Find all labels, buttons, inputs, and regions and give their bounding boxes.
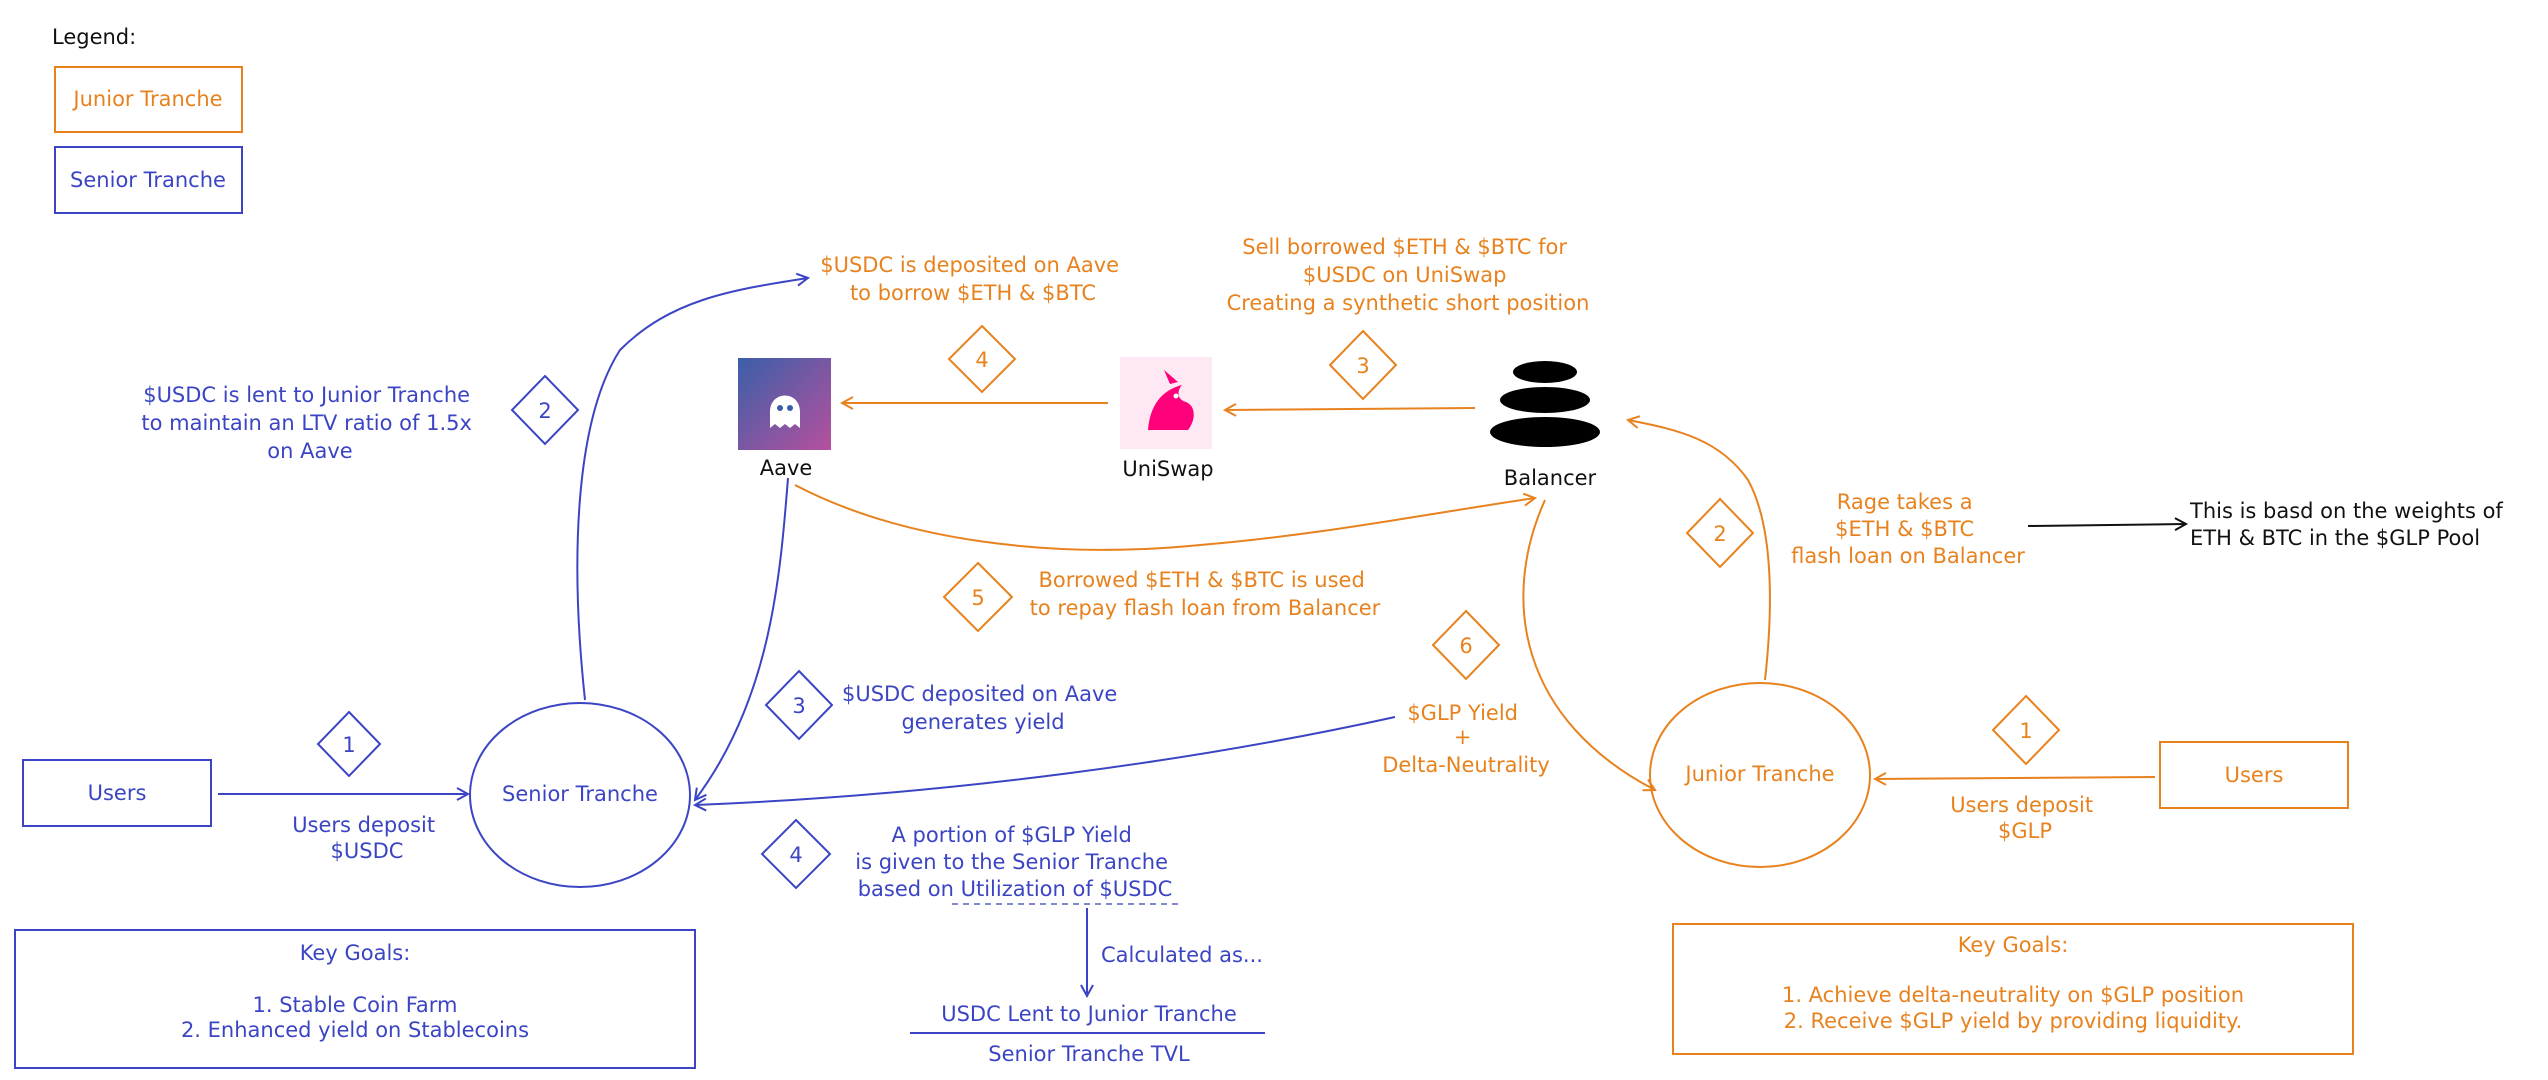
step-4-senior-badge: 4 bbox=[760, 818, 832, 890]
fraction-numerator: USDC Lent to Junior Tranche bbox=[941, 1002, 1237, 1026]
users-deposit-glp-label: Users deposit $GLP bbox=[1950, 793, 2100, 843]
senior-goal-1: 1. Stable Coin Farm bbox=[253, 993, 458, 1017]
legend-title: Legend: bbox=[52, 25, 136, 49]
junior-tranche-node bbox=[1649, 682, 1871, 868]
svg-text:4: 4 bbox=[975, 348, 988, 372]
uniswap-logo-icon bbox=[1120, 357, 1212, 449]
svg-text:2: 2 bbox=[1713, 522, 1726, 546]
svg-text:3: 3 bbox=[792, 694, 805, 718]
portion-yield-label: A portion of $GLP Yield is given to the … bbox=[855, 823, 1174, 901]
svg-text:5: 5 bbox=[971, 586, 984, 610]
users-right-label: Users bbox=[2225, 763, 2284, 787]
aave-logo-icon bbox=[738, 358, 831, 450]
users-right-box bbox=[2159, 741, 2349, 809]
legend-junior-label: Junior Tranche bbox=[71, 87, 222, 111]
junior-key-goals-box bbox=[1672, 923, 2354, 1055]
aave-label: Aave bbox=[760, 456, 813, 480]
users-left-label: Users bbox=[88, 781, 147, 805]
junior-tranche-label: Junior Tranche bbox=[1683, 762, 1834, 786]
aave-yield-arrow bbox=[695, 477, 789, 800]
step-5-junior-badge: 5 bbox=[942, 561, 1014, 633]
usdc-lent-label: $USDC is lent to Junior Tranche to maint… bbox=[141, 383, 478, 463]
glp-yield-to-senior-arrow bbox=[695, 716, 1396, 805]
usdc-yield-label: $USDC deposited on Aave generates yield bbox=[842, 682, 1124, 734]
junior-flash-loan-arrow bbox=[1628, 420, 1771, 681]
fraction-denominator: Senior Tranche TVL bbox=[988, 1042, 1190, 1066]
balancer-to-junior-arrow bbox=[1522, 499, 1655, 790]
weights-note-arrow bbox=[2027, 524, 2186, 526]
svg-text:6: 6 bbox=[1459, 634, 1472, 658]
senior-key-goals-box bbox=[14, 929, 696, 1069]
usdc-deposited-aave-label: $USDC is deposited on Aave to borrow $ET… bbox=[820, 253, 1126, 305]
svg-text:1: 1 bbox=[342, 733, 355, 757]
senior-goal-2: 2. Enhanced yield on Stablecoins bbox=[181, 1018, 529, 1042]
weights-note-label: This is basd on the weights of ETH & BTC… bbox=[2189, 499, 2510, 550]
junior-goal-1: 1. Achieve delta-neutrality on $GLP posi… bbox=[1782, 983, 2244, 1007]
users-deposit-glp-arrow bbox=[1875, 777, 2156, 779]
svg-text:1: 1 bbox=[2019, 719, 2032, 743]
legend-junior-box bbox=[54, 66, 243, 133]
uniswap-label: UniSwap bbox=[1122, 457, 1213, 481]
junior-goals-title: Key Goals: bbox=[1958, 933, 2069, 957]
legend-senior-label: Senior Tranche bbox=[70, 168, 226, 192]
senior-tranche-label: Senior Tranche bbox=[502, 782, 658, 806]
borrowed-repay-label: Borrowed $ETH & $BTC is used to repay fl… bbox=[1030, 568, 1381, 620]
legend-senior-box bbox=[54, 146, 243, 214]
senior-tranche-node bbox=[469, 702, 691, 888]
step-4-junior-badge: 4 bbox=[947, 324, 1017, 394]
svg-text:2: 2 bbox=[538, 399, 551, 423]
step-3-senior-badge: 3 bbox=[764, 669, 834, 741]
users-deposit-usdc-label: Users deposit $USDC bbox=[292, 813, 442, 863]
step-1-junior-badge: 1 bbox=[1991, 694, 2061, 766]
rage-flash-loan-label: Rage takes a $ETH & $BTC flash loan on B… bbox=[1791, 490, 2025, 568]
users-left-box bbox=[22, 759, 212, 827]
junior-goal-2: 2. Receive $GLP yield by providing liqui… bbox=[1784, 1009, 2242, 1033]
step-2-junior-badge: 2 bbox=[1685, 497, 1755, 569]
balancer-logo-icon bbox=[1490, 361, 1600, 447]
step-1-senior-badge: 1 bbox=[316, 710, 382, 778]
svg-text:3: 3 bbox=[1356, 354, 1369, 378]
senior-goals-title: Key Goals: bbox=[300, 941, 411, 965]
usdc-lent-arrow bbox=[576, 278, 808, 701]
balancer-label: Balancer bbox=[1504, 466, 1597, 490]
sell-borrowed-label: Sell borrowed $ETH & $BTC for $USDC on U… bbox=[1227, 235, 1590, 315]
glp-yield-label: $GLP Yield + Delta-Neutrality bbox=[1382, 701, 1550, 777]
calculated-as-label: Calculated as... bbox=[1101, 943, 1263, 967]
svg-text:4: 4 bbox=[789, 843, 802, 867]
step-6-junior-badge: 6 bbox=[1431, 609, 1501, 681]
repay-flash-loan-arrow bbox=[794, 484, 1535, 551]
step-2-senior-badge: 2 bbox=[510, 374, 580, 446]
step-3-junior-badge: 3 bbox=[1328, 329, 1398, 401]
balancer-to-uniswap-arrow bbox=[1225, 408, 1476, 410]
